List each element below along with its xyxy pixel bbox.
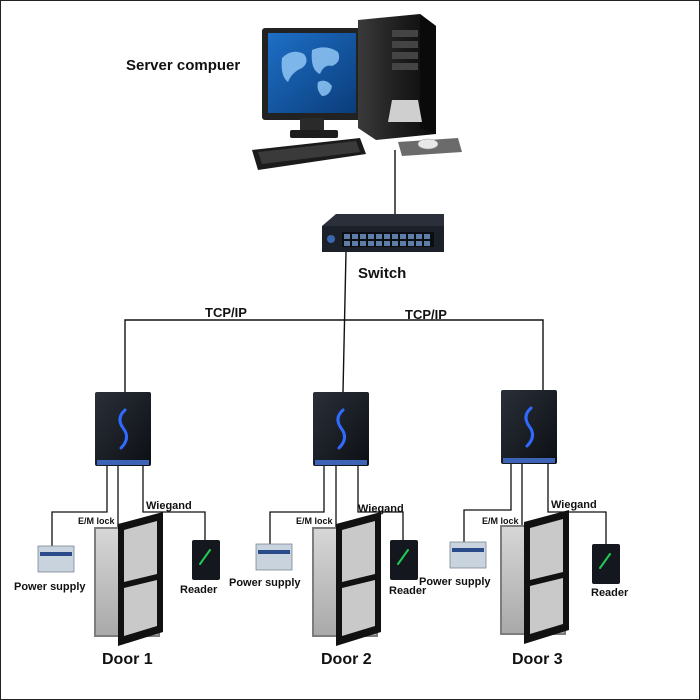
- reader-3: [592, 544, 620, 584]
- door-lower-glass: [124, 580, 157, 636]
- tower-side: [420, 14, 436, 134]
- reader-led-icon: [599, 553, 611, 569]
- network-wires: [124, 150, 544, 393]
- tcpip-label-right: TCP/IP: [405, 307, 447, 322]
- reader-2: [390, 540, 418, 580]
- door-2: [312, 512, 381, 646]
- reader-led-icon: [397, 549, 409, 565]
- door-unit-2: [255, 392, 418, 646]
- em-lock-label-3: E/M lock: [482, 516, 519, 526]
- monitor-screen: [268, 33, 356, 113]
- door-3-wires: [463, 464, 607, 544]
- tcpip-label-left: TCP/IP: [205, 305, 247, 320]
- reader-1: [192, 540, 220, 580]
- wiegand-wire: [142, 466, 206, 540]
- wiegand-label-1: Wiegand: [146, 500, 192, 512]
- power-wire: [51, 466, 108, 548]
- door-unit-3: [449, 390, 620, 644]
- door-lower-glass: [530, 578, 563, 634]
- drive-bay-1: [392, 30, 418, 37]
- wiegand-wire: [547, 464, 607, 544]
- reader-label-2: Reader: [389, 585, 427, 597]
- reader-label-1: Reader: [180, 584, 218, 596]
- controller-3: [501, 390, 557, 464]
- door-1-wires: [51, 466, 206, 548]
- em-lock-label-2: E/M lock: [296, 516, 333, 526]
- controller-led-icon: [336, 408, 346, 450]
- power-supply-1: [37, 545, 75, 573]
- power-supply-box: [255, 543, 293, 571]
- power-supply-box: [449, 541, 487, 569]
- reader-body: [592, 544, 620, 584]
- controller-2: [313, 392, 369, 466]
- door-upper-glass: [342, 521, 375, 582]
- controller-led-icon: [118, 408, 128, 450]
- controller-led-strip: [315, 460, 367, 465]
- reader-label-3: Reader: [591, 587, 629, 599]
- tower-front-panel: [388, 100, 422, 122]
- network-switch: [322, 214, 444, 252]
- wiegand-label-3: Wiegand: [551, 499, 597, 511]
- mouse-icon: [417, 138, 439, 150]
- door-title-1: Door 1: [102, 651, 153, 668]
- switch-to-door2-wire: [342, 251, 347, 393]
- power-supply-label-2: Power supply: [229, 577, 301, 589]
- door-3: [500, 510, 569, 644]
- controller-led-icon: [524, 406, 534, 448]
- door-unit-1: [37, 392, 220, 646]
- controller-1: [95, 392, 151, 466]
- power-supply-label-1: Power supply: [14, 581, 86, 593]
- door-upper-glass: [124, 521, 157, 582]
- power-wire: [269, 466, 325, 546]
- reader-body: [192, 540, 220, 580]
- power-supply-label-strip: [40, 552, 72, 556]
- em-lock-label-1: E/M lock: [78, 516, 115, 526]
- power-wire: [463, 464, 512, 544]
- wiegand-wire: [357, 466, 404, 540]
- power-supply-box: [37, 545, 75, 573]
- power-supply-label-strip: [452, 548, 484, 552]
- monitor-neck: [300, 118, 324, 132]
- door-upper-glass: [530, 519, 563, 580]
- reader-led-icon: [199, 549, 211, 565]
- door-1: [94, 512, 163, 646]
- wiegand-label-2: Wiegand: [358, 503, 404, 515]
- monitor-stand: [290, 130, 338, 138]
- switch-ports: [344, 234, 430, 246]
- drive-bay-4: [392, 63, 418, 70]
- power-supply-3: [449, 541, 487, 569]
- drive-bay-2: [392, 41, 418, 48]
- door-title-2: Door 2: [321, 651, 372, 668]
- drive-bay-3: [392, 52, 418, 59]
- switch-logo-icon: [327, 235, 335, 243]
- door-title-3: Door 3: [512, 651, 563, 668]
- power-supply-label-3: Power supply: [419, 576, 491, 588]
- tcpip-bus-wire: [124, 319, 544, 392]
- server-computer: [252, 14, 462, 170]
- power-supply-2: [255, 543, 293, 571]
- door-lower-glass: [342, 580, 375, 636]
- reader-body: [390, 540, 418, 580]
- power-supply-label-strip: [258, 550, 290, 554]
- controller-led-strip: [97, 460, 149, 465]
- server-label: Server compuer: [126, 57, 241, 74]
- keyboard-keys: [258, 141, 360, 164]
- switch-label: Switch: [358, 265, 407, 282]
- door-2-wires: [269, 466, 404, 546]
- switch-top: [322, 214, 444, 226]
- controller-led-strip: [503, 458, 555, 463]
- world-map-icon: [281, 47, 340, 96]
